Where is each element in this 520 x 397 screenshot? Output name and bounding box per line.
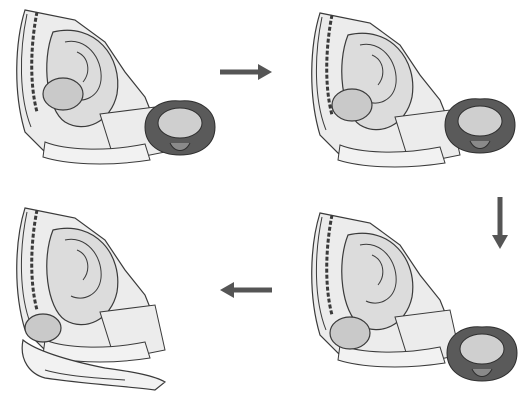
stage-1-panel [5,2,235,172]
pelvic-inlet-inset [145,101,215,155]
fetal-head [43,78,83,110]
stage-2-panel [300,5,520,175]
stage-3-panel [300,205,520,395]
stage-2-figure [300,5,520,175]
arrow-left [218,280,274,304]
stage-3-figure [300,205,520,395]
stage-1-figure [5,2,235,172]
arrow-right [218,62,274,86]
fetal-head [25,314,61,342]
pelvic-inlet-inset [445,99,515,153]
fetal-head [330,317,370,349]
stage-4-figure [5,200,205,395]
pelvic-inlet-inset [447,327,517,381]
fetal-head [332,89,372,121]
stage-4-panel [5,200,205,395]
